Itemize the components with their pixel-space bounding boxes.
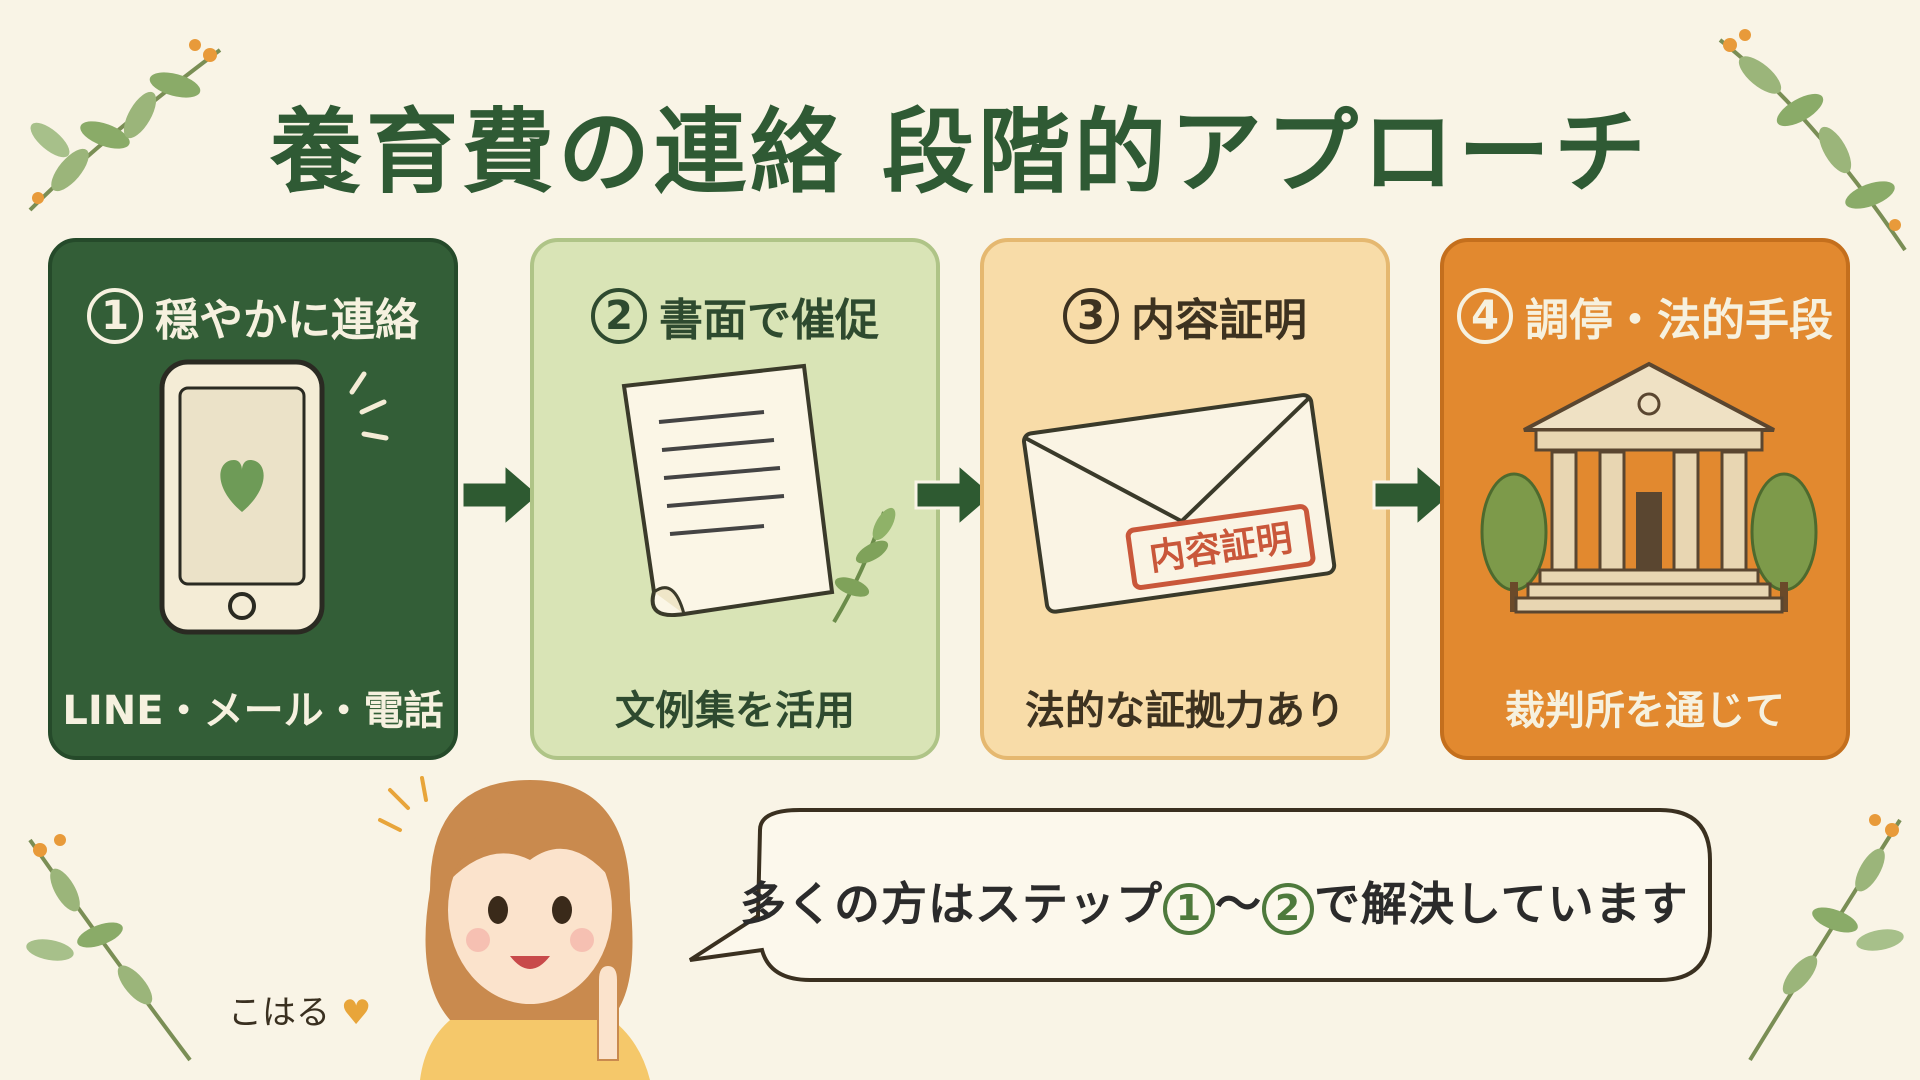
step-number: 1: [87, 288, 143, 344]
character-name: こはる ♥: [228, 993, 372, 1033]
leaf-branch-icon: [26, 834, 192, 1062]
step-title-text: 穏やかに連絡: [155, 295, 419, 346]
step-number: 3: [1063, 288, 1119, 344]
character-illustration: [378, 776, 650, 1080]
leaf-branch-icon: [1718, 29, 1907, 252]
step-title: 2 書面で催促: [534, 284, 936, 348]
step-title: 1 穏やかに連絡: [52, 284, 454, 348]
step-subtitle: 裁判所を通じて: [1505, 688, 1785, 734]
arrow-right-icon: [914, 460, 997, 530]
leaf-branch-icon: [28, 39, 222, 212]
step-title-text: 内容証明: [1131, 295, 1307, 346]
heart-icon: ♥: [340, 993, 372, 1033]
envelope-icon: 内容証明: [1022, 393, 1337, 614]
step-card-1: 1 穏やかに連絡 LINE・メール・電話: [48, 238, 458, 760]
step-title: 4 調停・法的手段: [1444, 284, 1846, 348]
step-card-2: 2 書面で催促 文例集を活用: [530, 238, 940, 760]
arrow-right-icon: [460, 460, 543, 530]
step-subtitle: LINE・メール・電話: [62, 688, 444, 734]
step-number: 2: [1262, 883, 1314, 935]
step-number: 2: [591, 288, 647, 344]
courthouse-icon: [1480, 361, 1818, 614]
step-subtitle: 文例集を活用: [615, 688, 855, 734]
leaf-branch-icon: [1748, 814, 1904, 1062]
document-icon: [621, 363, 896, 624]
page-title: 養育費の連絡 段階的アプローチ: [269, 99, 1651, 206]
step-number: 4: [1457, 288, 1513, 344]
arrow-right-icon: [1372, 460, 1455, 530]
step-title-text: 調停・法的手段: [1525, 295, 1833, 346]
step-card-3: 3 内容証明 内容証明 法的な証拠力あり: [980, 238, 1390, 760]
step-subtitle: 法的な証拠力あり: [1025, 688, 1345, 734]
smartphone-heart-icon: [159, 359, 389, 635]
step-number: 1: [1163, 883, 1215, 935]
step-card-4: 4 調停・法的手段 裁判所を通じて: [1440, 238, 1850, 760]
step-title: 3 内容証明: [984, 284, 1386, 348]
step-title-text: 書面で催促: [659, 295, 879, 346]
